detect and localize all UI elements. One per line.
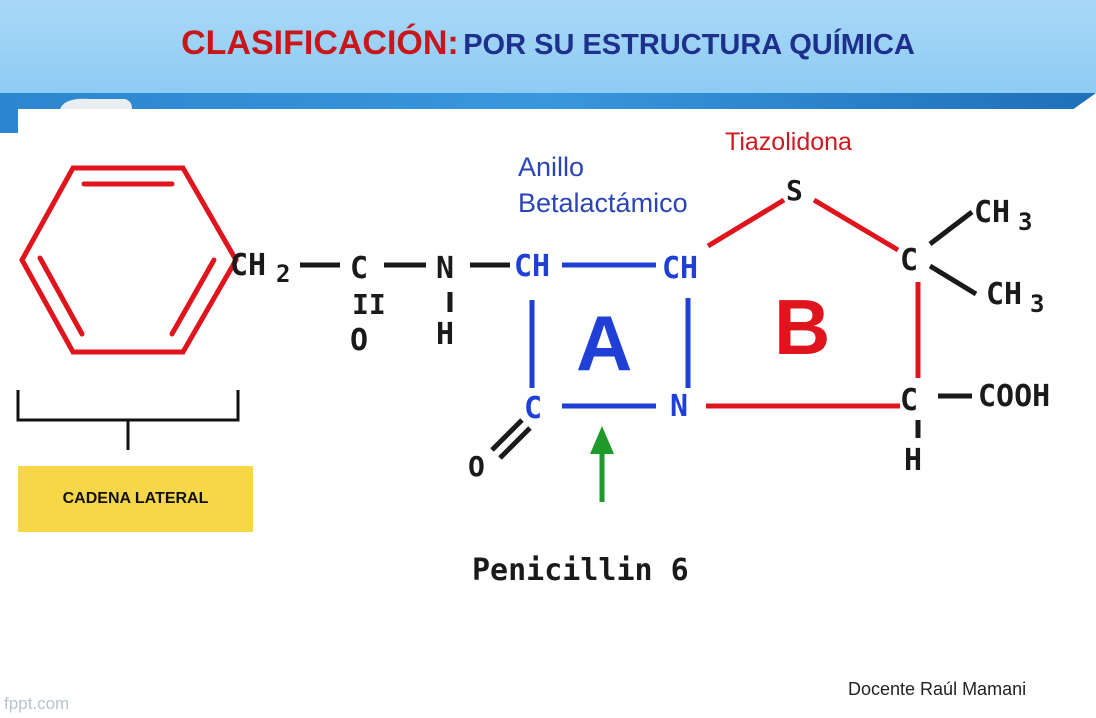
atom-ch3-bottom-sub: 3 xyxy=(1030,290,1044,318)
atom-h2: H xyxy=(904,443,922,478)
bond-co-2 xyxy=(498,426,532,460)
atom-ch3-bottom: CH xyxy=(986,277,1022,312)
brand-watermark: fppt.com xyxy=(4,694,70,713)
atom-ch3-top-sub: 3 xyxy=(1018,208,1032,236)
atom-c-quat: C xyxy=(900,243,918,278)
betalactam-ring xyxy=(529,262,691,409)
title-main: CLASIFICACIÓN: xyxy=(181,24,459,62)
bond-s-c xyxy=(812,197,900,253)
bond-c-ch3-bottom xyxy=(928,263,978,297)
atom-s: S xyxy=(786,174,803,207)
anillo-label-line1: Anillo xyxy=(518,152,584,182)
blue-atoms: CH CH N C xyxy=(514,249,698,426)
caption-penicillin: Penicillin 6 xyxy=(472,553,689,588)
cadena-lateral-label: CADENA LATERAL xyxy=(62,490,209,507)
atom-ch-b: CH xyxy=(662,251,698,286)
benzene-ring xyxy=(19,165,239,355)
benzene-double-right xyxy=(169,257,217,337)
atom-n2: N xyxy=(670,389,688,424)
header-bar: CLASIFICACIÓN: POR SU ESTRUCTURA QUÍMICA xyxy=(0,0,1096,96)
atom-o1: O xyxy=(350,323,368,358)
content-panel xyxy=(18,109,1084,669)
green-arrow xyxy=(590,426,614,502)
bond-c-ch3-top xyxy=(928,210,974,246)
ring-b-label: B xyxy=(774,283,830,371)
black-bonds xyxy=(300,210,978,460)
atom-n1: N xyxy=(436,251,454,286)
benzene-outer xyxy=(19,165,239,355)
tiazolidona-label: Tiazolidona xyxy=(725,128,852,156)
side-chain-brace xyxy=(16,390,240,450)
atom-ch2: CH xyxy=(230,248,266,283)
thiazolidine-ring xyxy=(706,197,921,409)
atom-h1: H xyxy=(436,317,454,352)
ring-a-label: A xyxy=(576,299,632,387)
atom-double1: II xyxy=(352,288,386,321)
cadena-lateral-box: CADENA LATERAL xyxy=(18,466,253,532)
bond-ch-s xyxy=(706,197,786,249)
bond-co-1 xyxy=(490,418,524,452)
title-sub: POR SU ESTRUCTURA QUÍMICA xyxy=(463,29,915,61)
black-atoms: CH 2 C II O N H S C CH 3 CH 3 C COOH H O xyxy=(230,174,1050,483)
atom-o2: O xyxy=(468,450,485,483)
atom-ch-a: CH xyxy=(514,249,550,284)
atom-ch3-top: CH xyxy=(974,195,1010,230)
benzene-double-left xyxy=(37,255,85,337)
docente-credit: Docente Raúl Mamani xyxy=(848,679,1027,699)
anillo-label-line2: Betalactámico xyxy=(518,188,688,218)
atom-cooh: COOH xyxy=(978,379,1050,414)
atom-ch2-sub: 2 xyxy=(276,260,290,288)
slide-title: CLASIFICACIÓN: POR SU ESTRUCTURA QUÍMICA xyxy=(0,24,1096,63)
atom-c-lact: C xyxy=(524,391,542,426)
atom-c1: C xyxy=(350,251,368,286)
atom-c-cooh: C xyxy=(900,383,918,418)
